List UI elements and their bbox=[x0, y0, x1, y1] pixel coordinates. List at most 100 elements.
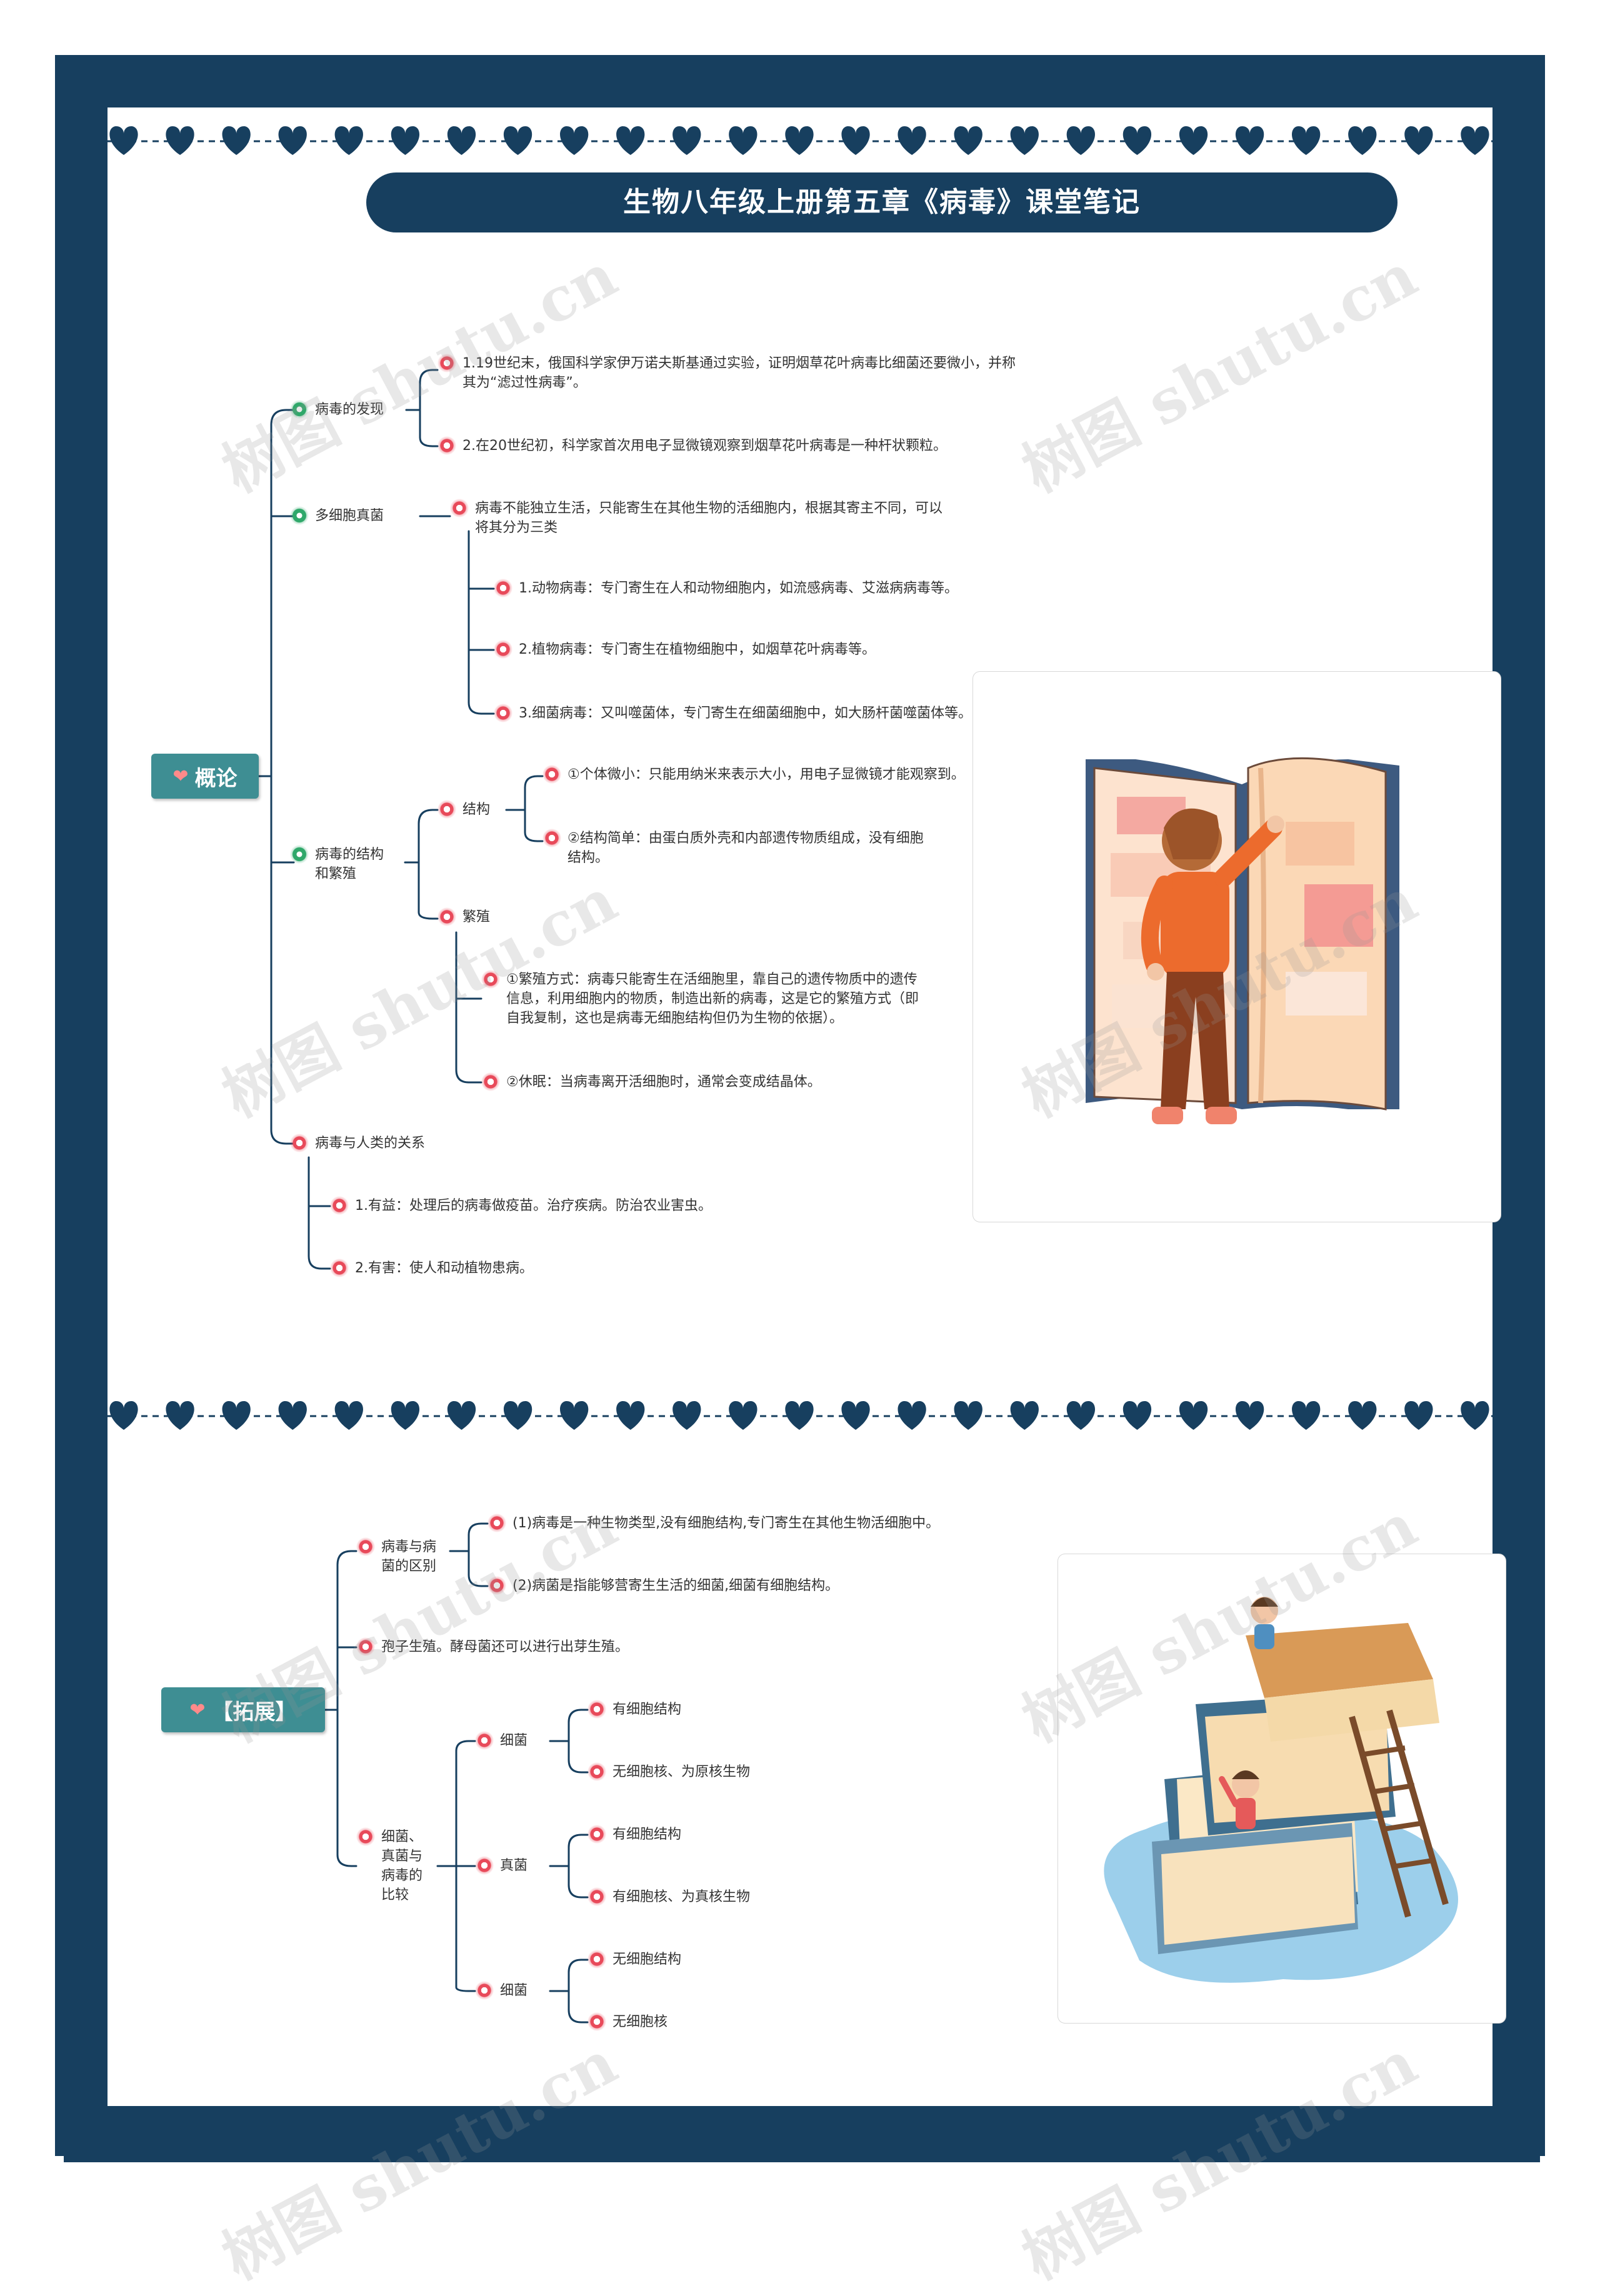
red-dot-icon bbox=[588, 1950, 606, 1969]
heart-divider-icon bbox=[391, 126, 420, 155]
structure-node[interactable]: 结构 bbox=[438, 800, 490, 819]
heart-divider-icon bbox=[1292, 1401, 1321, 1430]
branch-relation[interactable]: 病毒与人类的关系 bbox=[290, 1134, 425, 1153]
compare-bacteria-item-1[interactable]: 有细胞结构 bbox=[588, 1700, 681, 1719]
fungi-item-2[interactable]: 2.植物病毒：专门寄生在植物细胞中，如烟草花叶病毒等。 bbox=[494, 640, 876, 659]
compare-fungi-item-1[interactable]: 有细胞结构 bbox=[588, 1825, 681, 1844]
red-dot-icon bbox=[588, 1887, 606, 1906]
heart-divider-icon bbox=[166, 126, 194, 155]
branch-structure-label: 病毒的结构 和繁殖 bbox=[315, 847, 384, 882]
branch-fungi[interactable]: 多细胞真菌 bbox=[290, 506, 384, 526]
kids-on-books-illustration bbox=[1104, 1597, 1458, 1983]
heart-divider-icon bbox=[222, 1401, 251, 1430]
red-dot-icon bbox=[488, 1514, 506, 1532]
branch-discovery[interactable]: 病毒的发现 bbox=[290, 400, 384, 419]
compare-group-virus[interactable]: 细菌 bbox=[475, 1981, 528, 2000]
branch-relation-label: 病毒与人类的关系 bbox=[315, 1136, 426, 1151]
fungi-item-1[interactable]: 1.动物病毒：专门寄生在人和动物细胞内，如流感病毒、艾滋病病毒等。 bbox=[494, 579, 958, 598]
root-overview[interactable]: ❤ 概论 bbox=[151, 754, 259, 799]
branch-structure[interactable]: 病毒的结构 和繁殖 bbox=[290, 845, 384, 884]
root-extension[interactable]: ❤ 【拓展】 bbox=[161, 1687, 325, 1732]
green-dot-icon bbox=[290, 506, 309, 525]
red-dot-icon bbox=[330, 1196, 349, 1215]
compare-group-bacteria[interactable]: 细菌 bbox=[475, 1731, 528, 1750]
green-dot-icon bbox=[290, 845, 309, 864]
structure-item-1-text: ①个体微小：只能用纳米来表示大小，用电子显微镜才能观察到。 bbox=[568, 767, 965, 782]
discovery-item-1-text: 1.19世纪末，俄国科学家伊万诺夫斯基通过实验，证明烟草花叶病毒比细菌还要微小，… bbox=[462, 356, 1016, 391]
fungi-intro[interactable]: 病毒不能独立生活，只能寄生在其他生物的活细胞内，根据其寄主不同，可以 将其分为三… bbox=[450, 499, 942, 537]
heart-divider-icon bbox=[616, 1401, 645, 1430]
red-dot-icon bbox=[450, 499, 469, 517]
red-dot-icon bbox=[438, 436, 456, 455]
compare-bacteria-item-2[interactable]: 无细胞核、为原核生物 bbox=[588, 1762, 750, 1782]
heart-divider-icon bbox=[166, 1401, 194, 1430]
reproduction-item-2-text: ②休眠：当病毒离开活细胞时，通常会变成结晶体。 bbox=[506, 1074, 821, 1090]
red-dot-icon bbox=[356, 1537, 375, 1556]
compare-fungi-item-2[interactable]: 有细胞核、为真核生物 bbox=[588, 1887, 750, 1907]
fungi-item-3-text: 3.细菌病毒：又叫噬菌体，专门寄生在细菌细胞中，如大肠杆菌噬菌体等。 bbox=[519, 706, 972, 721]
red-dot-icon bbox=[542, 829, 561, 847]
heart-divider-icon bbox=[1292, 126, 1321, 155]
structure-item-2[interactable]: ②结构简单：由蛋白质外壳和内部遗传物质组成，没有细胞 结构。 bbox=[542, 829, 924, 867]
red-dot-icon bbox=[588, 2012, 606, 2031]
reproduction-item-1-text: ①繁殖方式：病毒只能寄生在活细胞里，靠自己的遗传物质中的遗传 信息，利用细胞内的… bbox=[506, 972, 919, 1026]
discovery-item-2-text: 2.在20世纪初，科学家首次用电子显微镜观察到烟草花叶病毒是一种杆状颗粒。 bbox=[462, 438, 947, 454]
heart-divider-icon bbox=[1122, 126, 1152, 155]
compare-group-bacteria-label: 细菌 bbox=[500, 1733, 528, 1749]
structure-item-1[interactable]: ①个体微小：只能用纳米来表示大小，用电子显微镜才能观察到。 bbox=[542, 765, 965, 784]
red-dot-icon bbox=[588, 1700, 606, 1719]
heart-divider-icon bbox=[729, 126, 758, 155]
branch-comparison-label: 细菌、 真菌与 病毒的 比较 bbox=[381, 1829, 423, 1903]
heart-divider-icon bbox=[1122, 1401, 1152, 1430]
heart-divider-icon bbox=[1179, 126, 1208, 155]
branch-discovery-label: 病毒的发现 bbox=[315, 402, 384, 417]
relation-item-1-text: 1.有益：处理后的病毒做疫苗。治疗疾病。防治农业害虫。 bbox=[355, 1198, 712, 1214]
illustration-box-1 bbox=[972, 671, 1501, 1222]
difference-item-1[interactable]: (1)病毒是一种生物类型,没有细胞结构,专门寄生在其他生物活细胞中。 bbox=[488, 1514, 939, 1533]
frame-shadow bbox=[64, 2150, 1540, 2162]
heart-divider-middle bbox=[108, 1399, 1492, 1436]
heart-divider-icon bbox=[841, 126, 870, 155]
discovery-item-1[interactable]: 1.19世纪末，俄国科学家伊万诺夫斯基通过实验，证明烟草花叶病毒比细菌还要微小，… bbox=[438, 354, 1016, 392]
heart-divider-icon bbox=[1348, 126, 1377, 155]
reproduction-item-1[interactable]: ①繁殖方式：病毒只能寄生在活细胞里，靠自己的遗传物质中的遗传 信息，利用细胞内的… bbox=[481, 970, 919, 1028]
compare-group-virus-label: 细菌 bbox=[500, 1983, 528, 1999]
heart-divider-icon bbox=[672, 126, 701, 155]
heart-divider-icon bbox=[334, 126, 363, 155]
heart-divider-icon bbox=[1404, 126, 1433, 155]
heart-divider-icon bbox=[841, 1401, 870, 1430]
red-dot-icon bbox=[481, 1072, 500, 1091]
branch-spore-text: 孢子生殖。酵母菌还可以进行出芽生殖。 bbox=[381, 1639, 629, 1655]
compare-virus-item-2[interactable]: 无细胞核 bbox=[588, 2012, 668, 2032]
compare-group-fungi[interactable]: 真菌 bbox=[475, 1856, 528, 1875]
heart-divider-icon bbox=[560, 126, 589, 155]
heart-divider-icon bbox=[785, 126, 814, 155]
heart-divider-icon bbox=[1461, 126, 1489, 155]
red-dot-icon bbox=[438, 907, 456, 926]
heart-divider-icon bbox=[278, 126, 307, 155]
compare-virus-item-1[interactable]: 无细胞结构 bbox=[588, 1950, 681, 1969]
reproduction-node[interactable]: 繁殖 bbox=[438, 907, 490, 927]
heart-divider-icon bbox=[1235, 1401, 1264, 1430]
relation-item-2[interactable]: 2.有害：使人和动植物患病。 bbox=[330, 1259, 533, 1278]
red-dot-icon bbox=[330, 1259, 349, 1277]
compare-bacteria-item-2-text: 无细胞核、为原核生物 bbox=[612, 1764, 751, 1780]
relation-item-1[interactable]: 1.有益：处理后的病毒做疫苗。治疗疾病。防治农业害虫。 bbox=[330, 1196, 712, 1215]
heart-divider-icon bbox=[1010, 1401, 1039, 1430]
branch-spore[interactable]: 孢子生殖。酵母菌还可以进行出芽生殖。 bbox=[356, 1637, 629, 1657]
heart-divider-icon bbox=[1010, 126, 1039, 155]
branch-difference[interactable]: 病毒与病 菌的区别 bbox=[356, 1537, 436, 1576]
red-dot-icon bbox=[588, 1825, 606, 1844]
heart-icon: ❤ bbox=[172, 765, 189, 787]
branch-comparison[interactable]: 细菌、 真菌与 病毒的 比较 bbox=[356, 1827, 422, 1905]
compare-bacteria-item-1-text: 有细胞结构 bbox=[612, 1702, 682, 1717]
red-dot-icon bbox=[481, 970, 500, 989]
heart-divider-icon bbox=[785, 1401, 814, 1430]
discovery-item-2[interactable]: 2.在20世纪初，科学家首次用电子显微镜观察到烟草花叶病毒是一种杆状颗粒。 bbox=[438, 436, 947, 456]
difference-item-2[interactable]: (2)病菌是指能够营寄生生活的细菌,细菌有细胞结构。 bbox=[488, 1576, 839, 1595]
reproduction-item-2[interactable]: ②休眠：当病毒离开活细胞时，通常会变成结晶体。 bbox=[481, 1072, 821, 1092]
red-dot-icon bbox=[475, 1731, 494, 1750]
heart-divider-icon bbox=[1461, 1401, 1489, 1430]
heart-divider-icon bbox=[1348, 1401, 1377, 1430]
fungi-item-3[interactable]: 3.细菌病毒：又叫噬菌体，专门寄生在细菌细胞中，如大肠杆菌噬菌体等。 bbox=[494, 704, 972, 723]
